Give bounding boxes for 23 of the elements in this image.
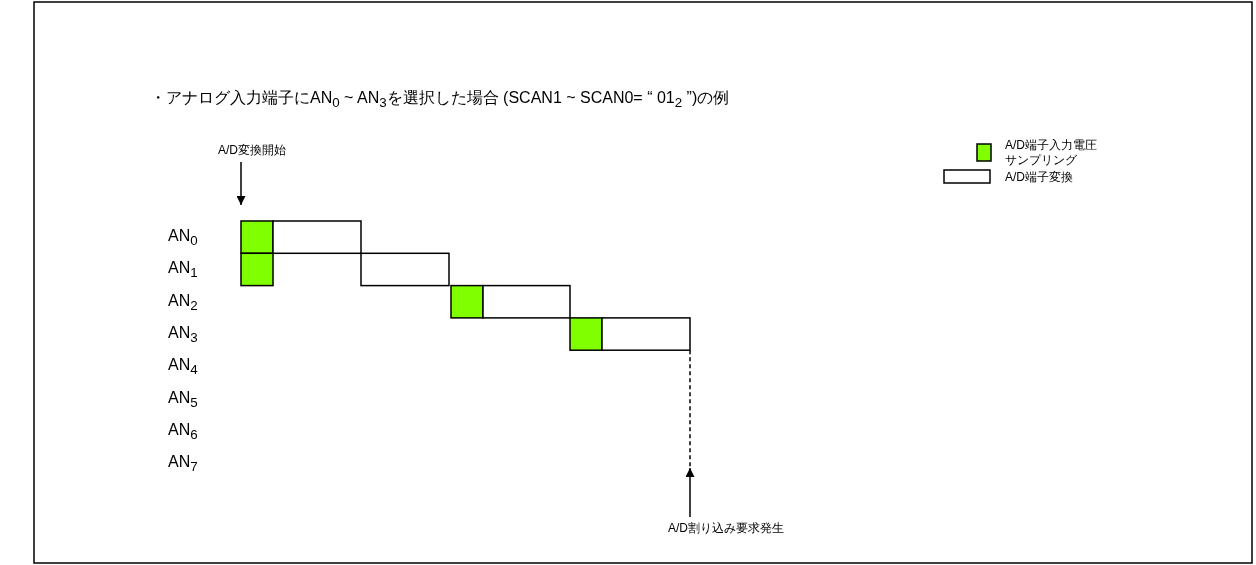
channel-label: AN$_{1}$: [168, 259, 198, 281]
channel-label: AN$_{0}$: [168, 227, 198, 249]
arrow: [236, 161, 246, 206]
channel-label: AN$_{2}$: [168, 291, 198, 313]
conversion-bar: [272, 220, 362, 255]
channel-label: AN$_{5}$: [168, 388, 198, 410]
conversion-bar: [360, 252, 450, 287]
event-label: A/D変換開始: [218, 142, 286, 159]
legend-label: A/D端子変換: [1005, 170, 1073, 185]
sampling-bar: [240, 252, 274, 287]
sampling-bar: [450, 284, 484, 319]
channel-label: AN$_{7}$: [168, 453, 198, 475]
arrow: [685, 467, 695, 518]
channel-label: AN$_{6}$: [168, 420, 198, 442]
channel-label: AN$_{3}$: [168, 323, 198, 346]
channel-label: AN$_{4}$: [168, 356, 198, 378]
sampling-bar: [569, 317, 603, 351]
legend-label: A/D端子入力電圧サンプリング: [1005, 138, 1097, 168]
diagram-title: ・アナログ入力端子にAN$_{0}$ ~ AN$_{3}$を選択した場合 (SCAN1 ~ SCAN0= “ 01$_{2}$ ”)の例: [150, 88, 730, 111]
conversion-bar: [482, 284, 571, 319]
sampling-bar: [240, 220, 274, 255]
event-label: A/D割り込み要求発生: [668, 520, 784, 537]
conversion-bar: [601, 317, 691, 351]
